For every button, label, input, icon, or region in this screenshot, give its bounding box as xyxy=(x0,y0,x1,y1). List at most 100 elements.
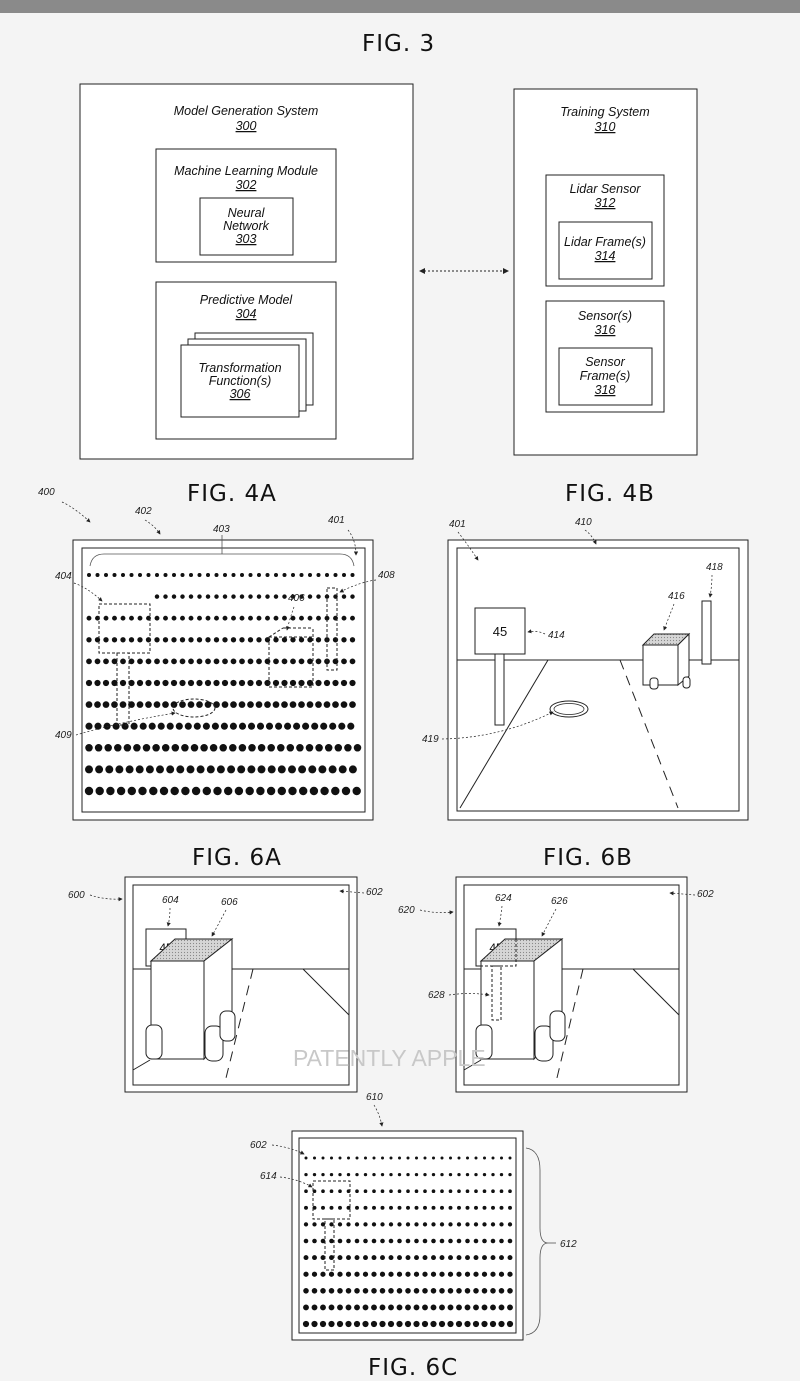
lidar-point xyxy=(439,1288,445,1294)
lidar-point xyxy=(508,1156,512,1160)
lidar-point xyxy=(146,573,151,577)
lidar-point xyxy=(328,1320,335,1328)
lidar-point xyxy=(422,1238,428,1244)
lidar-point xyxy=(154,594,160,599)
lidar-point xyxy=(482,1172,487,1177)
lidar-point xyxy=(498,1304,505,1311)
lidar-point xyxy=(372,1172,376,1177)
lidar-point xyxy=(440,1156,444,1160)
lidar-point xyxy=(430,1271,437,1277)
ref-416: 416 xyxy=(668,591,685,602)
lidar-point xyxy=(154,658,160,665)
lidar-sensor-title: Lidar Sensor xyxy=(570,182,642,196)
lidar-point xyxy=(389,1205,393,1210)
lidar-point xyxy=(329,1222,334,1227)
lidar-point xyxy=(457,1189,461,1194)
lidar-point xyxy=(447,1288,454,1294)
lidar-point xyxy=(422,1222,428,1227)
lidar-point xyxy=(372,1189,376,1194)
lidar-point xyxy=(170,786,179,796)
lidar-point xyxy=(303,1271,309,1277)
lidar-point xyxy=(114,744,122,752)
lidar-point xyxy=(448,1205,453,1210)
lidar-point xyxy=(448,1222,453,1227)
sensors-ref: 316 xyxy=(595,323,616,337)
lidar-frames-box xyxy=(558,221,653,280)
lidar-point xyxy=(128,701,135,708)
lidar-point xyxy=(255,701,263,708)
lidar-point xyxy=(205,615,211,621)
lidar-point xyxy=(345,1320,352,1328)
lidar-point xyxy=(191,786,201,796)
lidar-point xyxy=(230,637,237,643)
lidar-point xyxy=(483,1156,486,1160)
lidar-point xyxy=(380,1222,385,1227)
fig-4b-road-left xyxy=(459,659,549,809)
lidar-point xyxy=(162,637,169,643)
lidar-point xyxy=(211,722,219,730)
lidar-point xyxy=(405,1271,411,1277)
lidar-point xyxy=(414,1189,419,1194)
lidar-point xyxy=(209,744,218,752)
lidar-point xyxy=(321,1189,325,1194)
lidar-point xyxy=(111,637,118,643)
lidar-point xyxy=(288,765,296,774)
lidar-point xyxy=(221,679,229,687)
lidar-point xyxy=(123,744,132,752)
lidar-frames-title: Lidar Frame(s) xyxy=(564,235,646,249)
lidar-point xyxy=(265,615,270,621)
lidar-point xyxy=(248,573,253,577)
lidar-point xyxy=(302,1320,310,1328)
lidar-point xyxy=(423,1156,427,1160)
lidar-point xyxy=(482,1238,487,1244)
ref-610: 610 xyxy=(366,1092,383,1103)
lidar-point xyxy=(171,744,180,752)
lidar-point xyxy=(305,744,314,752)
lidar-point xyxy=(229,722,237,730)
lidar-point xyxy=(121,573,125,577)
lidar-point xyxy=(197,573,202,577)
lidar-point xyxy=(231,573,236,577)
lidar-point xyxy=(273,658,279,665)
lidar-point xyxy=(299,786,308,796)
lidar-point xyxy=(85,701,93,708)
lidar-point xyxy=(354,1304,360,1311)
lidar-point xyxy=(298,658,305,665)
lidar-point xyxy=(398,1156,401,1160)
lidar-point xyxy=(161,744,170,752)
lidar-point xyxy=(85,679,93,687)
ref-626-leader xyxy=(541,908,557,937)
lidar-point xyxy=(312,1238,317,1244)
lidar-point xyxy=(205,658,211,665)
fig-6b-lane-line xyxy=(555,968,584,1083)
lidar-point xyxy=(281,679,288,687)
lidar-point xyxy=(312,1172,317,1177)
lidar-point xyxy=(95,573,100,577)
lidar-point xyxy=(482,1222,487,1227)
lidar-point xyxy=(119,679,127,687)
lidar-point xyxy=(498,1271,505,1277)
lidar-point xyxy=(456,1255,462,1261)
transformation-function-box xyxy=(180,344,300,418)
lidar-point xyxy=(464,1288,471,1294)
ref-602-6b-leader xyxy=(669,891,696,896)
lidar-point xyxy=(95,765,104,774)
lidar-point xyxy=(363,1172,368,1177)
lidar-point xyxy=(396,1304,403,1311)
lidar-point xyxy=(220,722,228,730)
lidar-point xyxy=(213,637,220,643)
lidar-point xyxy=(179,658,186,665)
lidar-point xyxy=(181,744,189,752)
lidar-point xyxy=(507,1222,513,1227)
lidar-point xyxy=(363,1255,368,1261)
lidar-point xyxy=(430,1288,437,1294)
lidar-point xyxy=(138,573,142,577)
lidar-point xyxy=(277,744,285,752)
lidar-point xyxy=(155,573,159,577)
lidar-point xyxy=(423,1205,427,1210)
lidar-point xyxy=(222,658,228,665)
lidar-point xyxy=(507,1288,513,1294)
lidar-point xyxy=(456,1222,462,1227)
lidar-point xyxy=(312,1205,317,1210)
lidar-point xyxy=(256,637,262,643)
